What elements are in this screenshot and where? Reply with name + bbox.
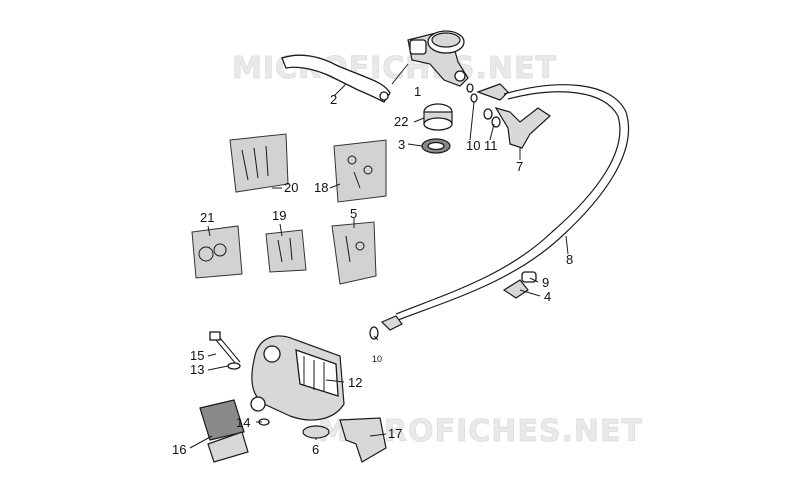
master-cylinder <box>407 30 469 87</box>
banjo-fitting-boot <box>494 107 551 149</box>
part-labels: 1 2 3 4 5 6 7 8 9 10 10 11 12 13 14 15 1… <box>172 84 573 457</box>
kit-18 <box>333 139 387 203</box>
hose-clip <box>502 271 537 299</box>
reservoir-cap <box>423 103 453 131</box>
label-8: 8 <box>566 252 573 267</box>
label-14: 14 <box>236 415 250 430</box>
label-13: 13 <box>190 362 204 377</box>
label-7: 7 <box>516 159 523 174</box>
label-2: 2 <box>330 92 337 107</box>
kit-20 <box>229 133 289 193</box>
label-1: 1 <box>414 84 421 99</box>
washers-banjo <box>466 83 509 128</box>
label-22: 22 <box>394 114 408 129</box>
label-4: 4 <box>544 289 551 304</box>
label-16: 16 <box>172 442 186 457</box>
brake-hose <box>395 84 630 321</box>
kit-19 <box>265 229 307 273</box>
kit-21 <box>191 225 243 279</box>
shim-6 <box>302 425 330 439</box>
lower-washer <box>369 315 403 340</box>
caliper-bolt <box>209 331 241 370</box>
leader-lines <box>189 63 569 449</box>
label-11: 11 <box>484 138 498 153</box>
brake-caliper <box>250 335 345 421</box>
brake-lever <box>281 54 391 103</box>
label-19: 19 <box>272 208 286 223</box>
label-18: 18 <box>314 180 328 195</box>
reservoir-seal <box>421 138 451 154</box>
label-20: 20 <box>284 180 298 195</box>
label-10-bottom: 10 <box>372 354 382 364</box>
label-12: 12 <box>348 375 362 390</box>
label-21: 21 <box>200 210 214 225</box>
label-6: 6 <box>312 442 319 457</box>
kit-5 <box>331 221 377 285</box>
brake-pads <box>199 399 249 463</box>
label-10-top: 10 <box>466 138 480 153</box>
pad-spring <box>339 417 387 463</box>
label-15: 15 <box>190 348 204 363</box>
label-3: 3 <box>398 137 405 152</box>
label-5: 5 <box>350 206 357 221</box>
label-17: 17 <box>388 426 402 441</box>
label-9: 9 <box>542 275 549 290</box>
